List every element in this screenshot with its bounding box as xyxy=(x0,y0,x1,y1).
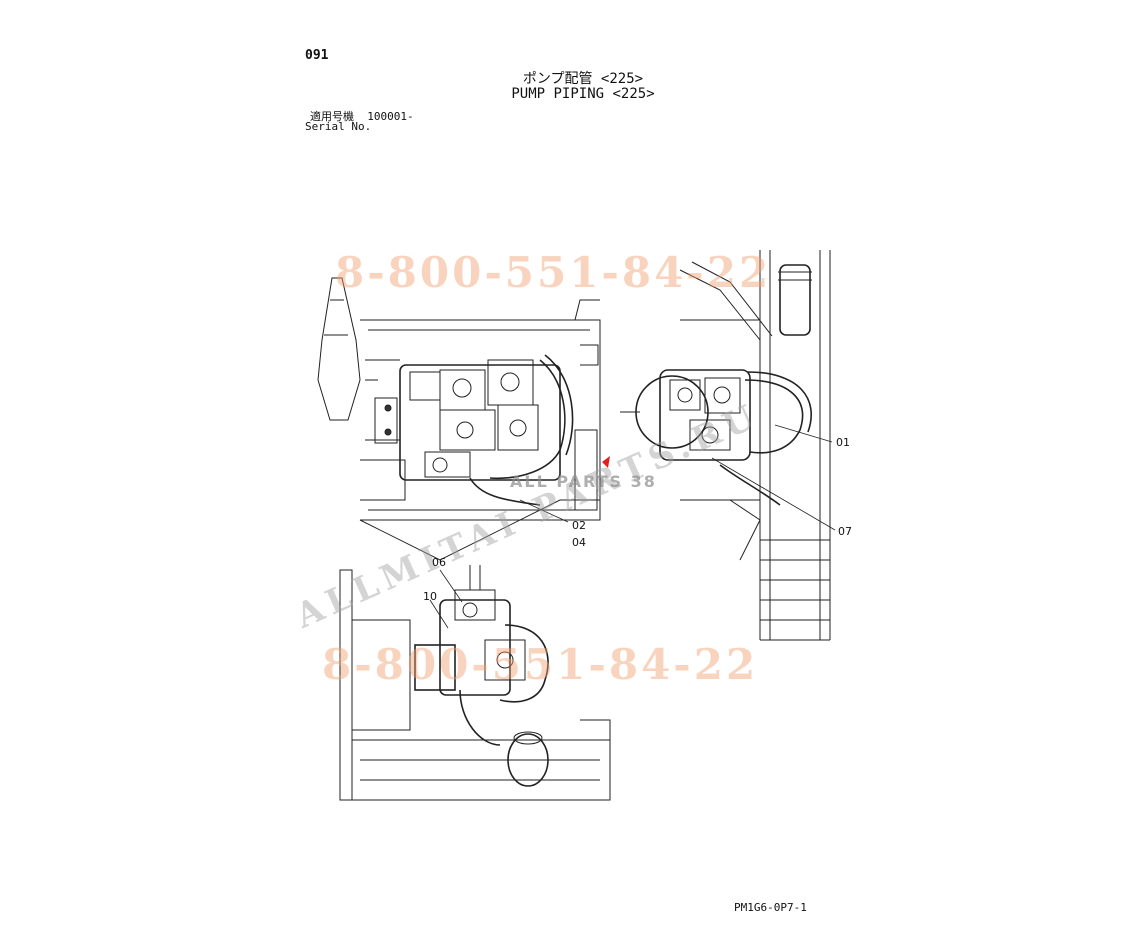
pump-lower-block xyxy=(424,451,471,478)
right-hose xyxy=(744,379,804,454)
leader-10 xyxy=(429,599,449,629)
pump-block-c xyxy=(487,359,534,406)
page-number: 091 xyxy=(305,48,329,63)
footer-code: PM1G6-0P7-1 xyxy=(734,901,807,914)
watermark-phone-bottom: 8-800-551-84-22 xyxy=(322,640,759,689)
bottom-flange xyxy=(414,644,456,691)
callout-01: 01 xyxy=(836,436,850,449)
right-hose-lower xyxy=(719,464,781,506)
bottom-frame xyxy=(352,739,611,801)
leader-02 xyxy=(519,499,569,523)
ladder-rungs xyxy=(760,539,830,641)
frame-top xyxy=(360,319,601,521)
callout-06: 06 xyxy=(432,556,446,569)
tank xyxy=(779,264,811,336)
pump-port-3 xyxy=(456,421,474,439)
red-marker xyxy=(602,456,610,468)
serial-label-english: Serial No. xyxy=(305,120,372,133)
callout-04: 04 xyxy=(572,536,586,549)
frame-corner xyxy=(574,299,600,321)
frame-block xyxy=(574,429,598,511)
right-view xyxy=(620,250,836,641)
pump-block-b xyxy=(439,369,486,411)
pump-port-2 xyxy=(500,372,520,392)
leader-06 xyxy=(439,569,463,603)
callout-02: 02 xyxy=(572,519,586,532)
callout-10: 10 xyxy=(423,590,437,603)
title-japanese: ポンプ配管 <225> xyxy=(522,71,644,87)
serial-value: 100001- xyxy=(367,110,414,123)
pump-block-a xyxy=(409,371,441,401)
bottom-pump-body xyxy=(439,599,511,696)
pump-port-1 xyxy=(452,378,472,398)
boom-detail xyxy=(324,299,348,336)
boom-outline xyxy=(317,277,361,421)
arm-diag xyxy=(679,269,761,341)
title-english: PUMP PIPING <225> xyxy=(511,86,655,102)
pump-body xyxy=(399,364,561,481)
frame-inner xyxy=(368,329,590,511)
pump-block-e xyxy=(497,404,539,451)
leader-07 xyxy=(711,457,836,531)
pump-flange xyxy=(374,397,398,444)
serial-label-japanese: 適用号機 100001- xyxy=(310,108,414,124)
callout-07: 07 xyxy=(838,525,852,538)
pump-block-d xyxy=(439,409,496,451)
watermark-phone-top: 8-800-551-84-22 xyxy=(335,248,772,297)
bottom-view xyxy=(339,565,611,801)
bottom-filter xyxy=(507,733,549,787)
frame-lower-box xyxy=(360,459,406,501)
right-frame xyxy=(680,319,761,501)
hose-top xyxy=(489,359,566,480)
pump-port-4 xyxy=(509,419,527,437)
frame-bottom-diag xyxy=(359,499,600,561)
leader-01 xyxy=(774,424,833,443)
hose-lower xyxy=(469,477,541,506)
right-pump-body xyxy=(659,369,751,461)
top-left-view xyxy=(317,277,601,561)
bottom-hose xyxy=(499,624,549,703)
serial-label-jp-text: 適用号機 xyxy=(310,110,354,123)
watermark-brand: ALL PARTS 38 xyxy=(510,472,657,491)
